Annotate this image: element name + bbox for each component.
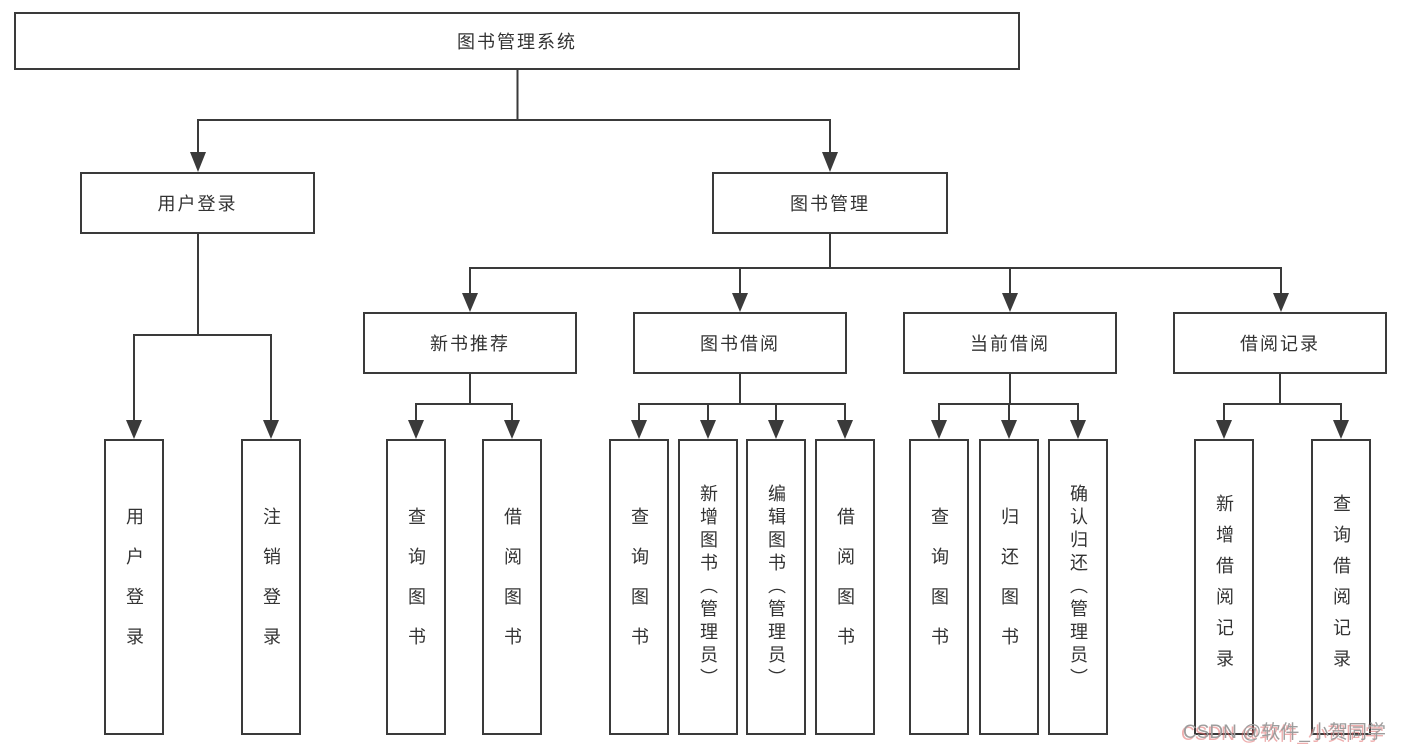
arrowhead-icon — [837, 420, 853, 439]
arrowhead-icon — [1001, 420, 1017, 439]
arrowhead-icon — [1333, 420, 1349, 439]
arrowhead-icon — [1216, 420, 1232, 439]
arrowhead-icon — [1273, 293, 1289, 312]
node-new-book-recommend-label: 新书推荐 — [430, 334, 510, 354]
node-book-borrowing-label: 图书借阅 — [700, 334, 780, 354]
node-user-login-label: 用户登录 — [157, 194, 238, 214]
csdn-watermark: CSDN @软件_小贺同学 — [1183, 722, 1386, 743]
node-root-system: 图书管理系统 — [14, 12, 1020, 70]
leaf-records-add-record-label: 新增借阅记录 — [1214, 494, 1234, 680]
arrowhead-icon — [504, 420, 520, 439]
node-current-borrowing: 当前借阅 — [903, 312, 1117, 374]
leaf-borrowing-add-books-label: 新增图书（管理员） — [698, 483, 718, 691]
arrowhead-icon — [768, 420, 784, 439]
leaf-current-confirm-return-label: 确认归还（管理员） — [1068, 483, 1088, 691]
leaf-current-query-books: 查询图书 — [909, 439, 969, 735]
leaf-current-query-books-label: 查询图书 — [929, 507, 949, 667]
leaf-borrowing-add-books: 新增图书（管理员） — [678, 439, 738, 735]
leaf-borrowing-borrow-books-label: 借阅图书 — [835, 507, 855, 667]
node-book-management: 图书管理 — [712, 172, 948, 234]
arrowhead-icon — [1070, 420, 1086, 439]
leaf-current-return-books: 归还图书 — [979, 439, 1039, 735]
node-current-borrowing-label: 当前借阅 — [970, 334, 1050, 354]
arrowhead-icon — [732, 293, 748, 312]
leaf-borrowing-query-books-label: 查询图书 — [629, 507, 649, 667]
arrowhead-icon — [190, 152, 206, 172]
arrowhead-icon — [822, 152, 838, 172]
leaf-logout: 注销登录 — [241, 439, 301, 735]
node-new-book-recommend: 新书推荐 — [363, 312, 577, 374]
leaf-borrowing-borrow-books: 借阅图书 — [815, 439, 875, 735]
arrowhead-icon — [126, 420, 142, 439]
node-root-label: 图书管理系统 — [457, 32, 577, 52]
leaf-records-query-record-label: 查询借阅记录 — [1331, 494, 1351, 680]
node-user-login: 用户登录 — [80, 172, 315, 234]
leaf-borrowing-query-books: 查询图书 — [609, 439, 669, 735]
leaf-recommend-query-books: 查询图书 — [386, 439, 446, 735]
arrowhead-icon — [931, 420, 947, 439]
node-book-borrowing: 图书借阅 — [633, 312, 847, 374]
leaf-user-login: 用户登录 — [104, 439, 164, 735]
leaf-records-query-record: 查询借阅记录 — [1311, 439, 1371, 735]
leaf-borrowing-edit-books: 编辑图书（管理员） — [746, 439, 806, 735]
arrowhead-icon — [462, 293, 478, 312]
node-book-management-label: 图书管理 — [790, 194, 870, 214]
arrowhead-icon — [700, 420, 716, 439]
leaf-current-return-books-label: 归还图书 — [999, 507, 1019, 667]
node-borrowing-records: 借阅记录 — [1173, 312, 1387, 374]
leaf-user-login-label: 用户登录 — [124, 507, 144, 667]
leaf-records-add-record: 新增借阅记录 — [1194, 439, 1254, 735]
leaf-borrowing-edit-books-label: 编辑图书（管理员） — [766, 483, 786, 691]
leaf-recommend-borrow-books-label: 借阅图书 — [502, 507, 522, 667]
leaf-recommend-borrow-books: 借阅图书 — [482, 439, 542, 735]
arrowhead-icon — [263, 420, 279, 439]
arrowhead-icon — [631, 420, 647, 439]
arrowhead-icon — [1002, 293, 1018, 312]
leaf-recommend-query-books-label: 查询图书 — [406, 507, 426, 667]
leaf-current-confirm-return: 确认归还（管理员） — [1048, 439, 1108, 735]
leaf-logout-label: 注销登录 — [261, 507, 281, 667]
node-borrowing-records-label: 借阅记录 — [1240, 334, 1320, 354]
arrowhead-icon — [408, 420, 424, 439]
